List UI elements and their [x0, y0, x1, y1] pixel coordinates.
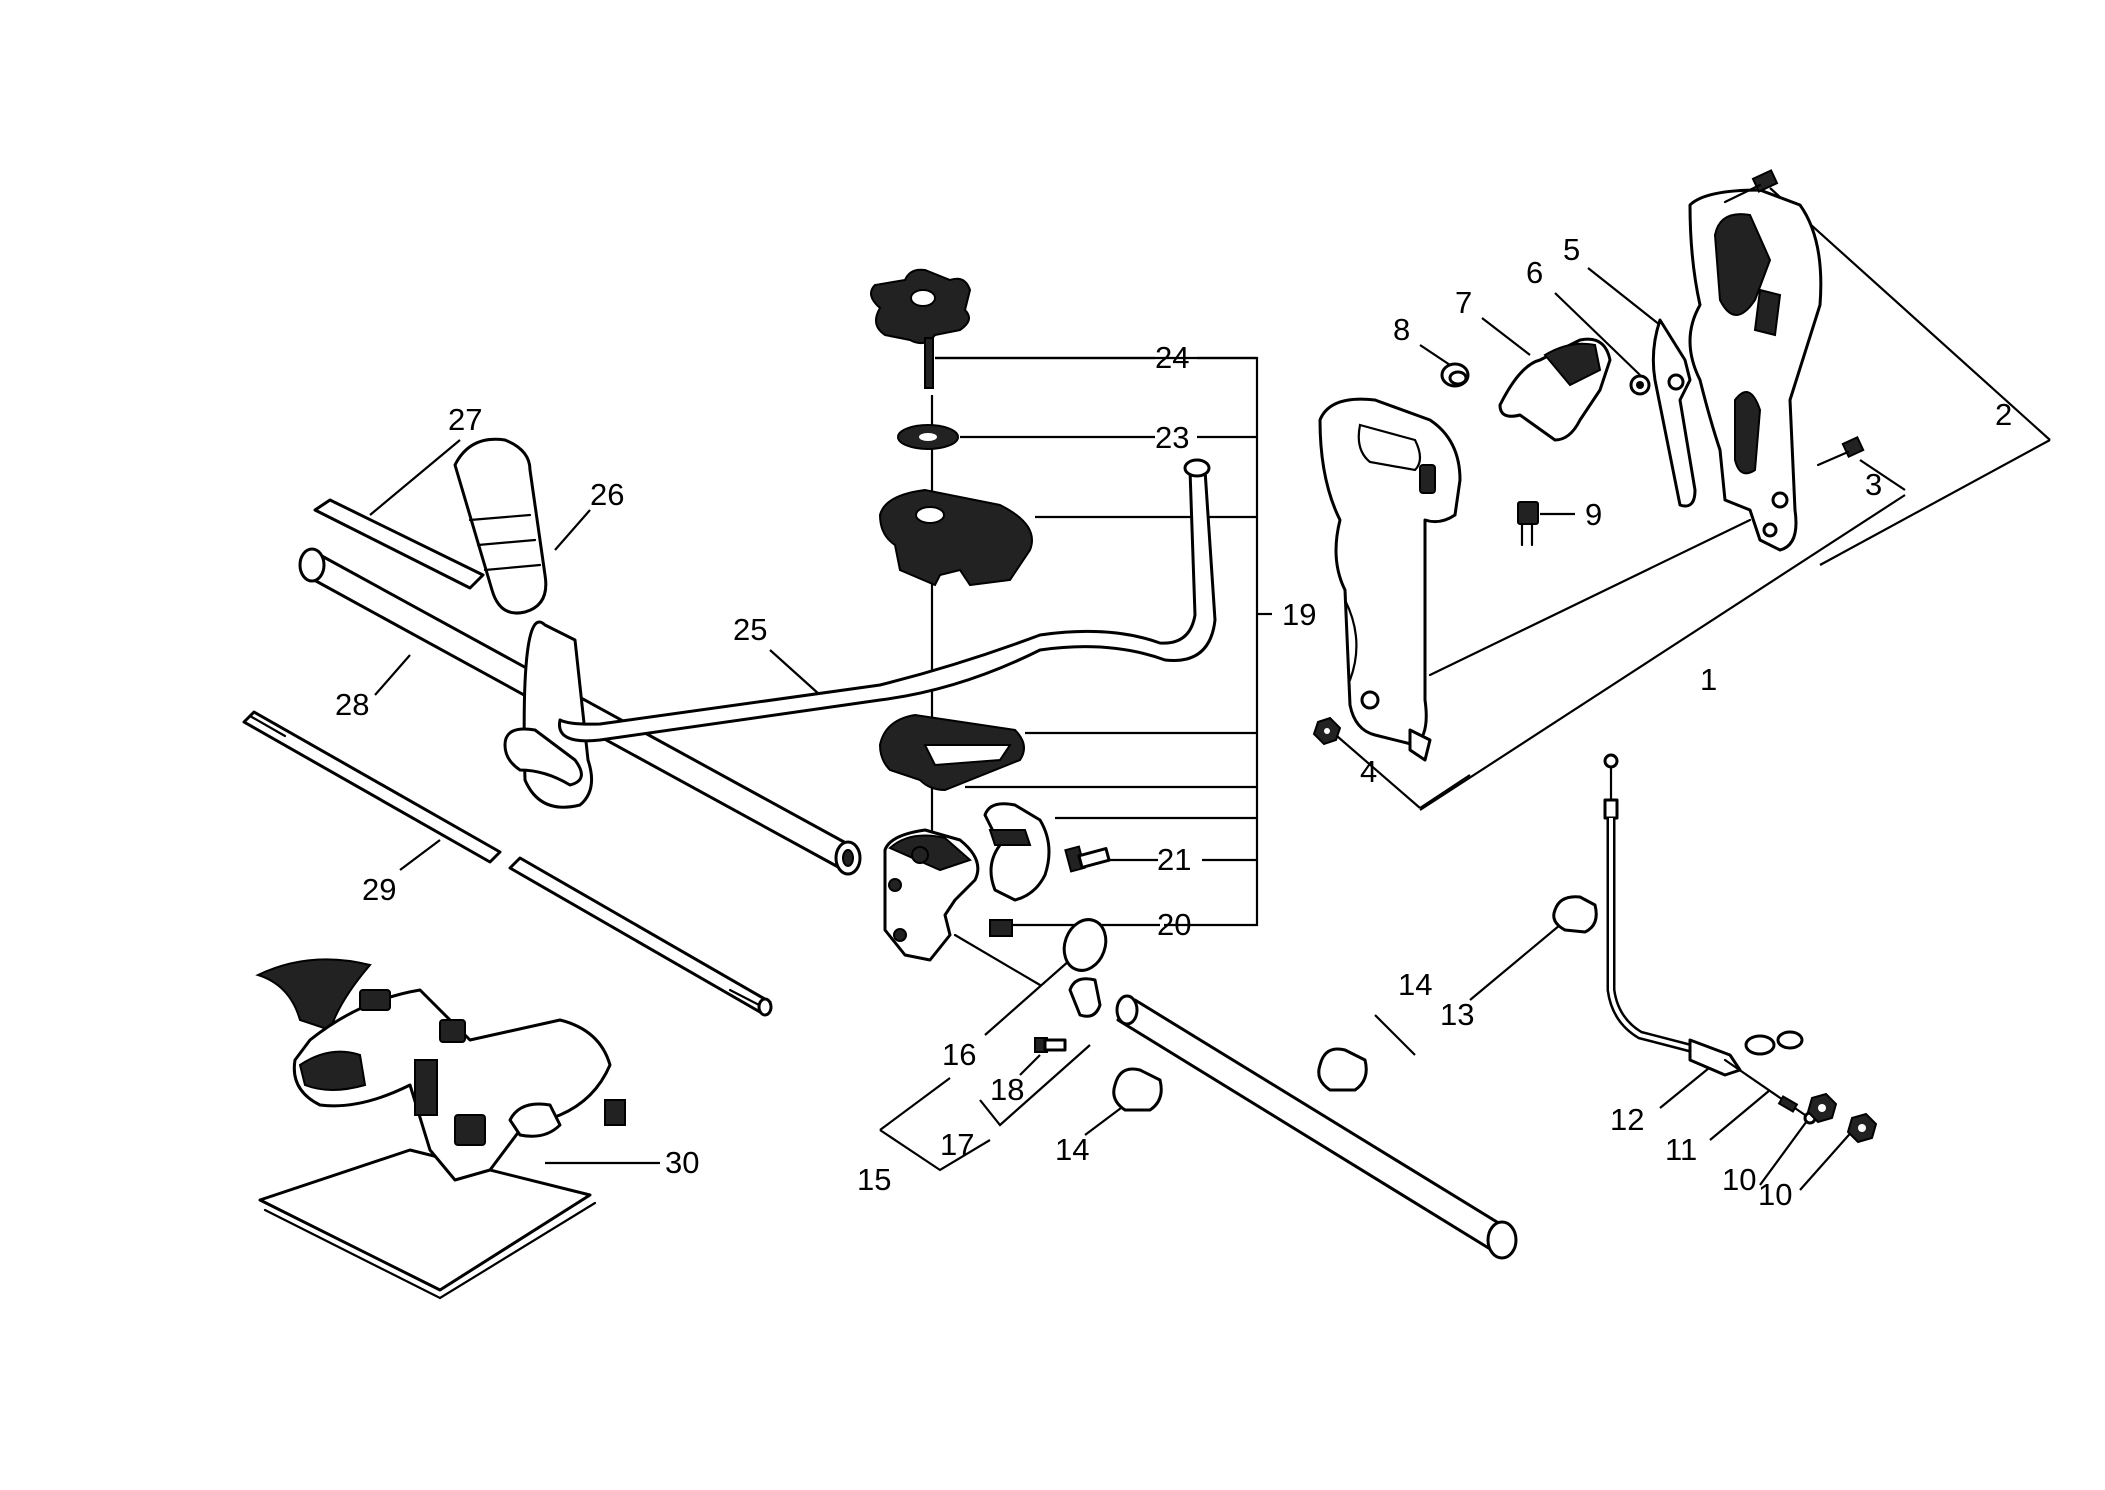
callout-5: 5	[1563, 232, 1580, 267]
leader-18	[1019, 1054, 1041, 1076]
leader-25	[769, 649, 821, 696]
leader-10b	[1799, 1127, 1856, 1191]
switch-part-9	[1517, 501, 1539, 547]
clamp-top	[878, 713, 1025, 792]
drive-shaft-part-29	[242, 710, 773, 1017]
callout-26: 26	[590, 477, 624, 512]
callout-29: 29	[362, 872, 396, 907]
harness-part-30	[255, 958, 626, 1300]
leader-4	[1329, 729, 1421, 809]
leader-3	[1859, 459, 1906, 491]
callout-labels: 1 2 3 4 5 6 7 8 9 10 10 11 12 13 14 14 1…	[335, 232, 2012, 1212]
callout-24: 24	[1155, 340, 1189, 375]
callout-27: 27	[448, 402, 482, 437]
callout-21: 21	[1157, 842, 1191, 877]
grip-part-26	[453, 437, 548, 615]
callout-15: 15	[857, 1162, 891, 1197]
callout-23: 23	[1155, 420, 1189, 455]
leader-17	[979, 1044, 1091, 1127]
lever-part-5	[1651, 318, 1697, 508]
callout-28: 28	[335, 687, 369, 722]
clamp-base	[883, 828, 1013, 962]
leader-26	[554, 509, 591, 551]
callout-1: 1	[1700, 662, 1717, 697]
leader-7	[1481, 317, 1531, 356]
rear-handle-right-half	[1688, 188, 1823, 552]
leader-11	[1709, 1089, 1771, 1141]
callout-12: 12	[1610, 1102, 1644, 1137]
nut-part-10a	[1806, 1092, 1838, 1124]
nut-part-4	[1312, 716, 1342, 746]
callout-6: 6	[1526, 255, 1543, 290]
callout-17: 17	[940, 1127, 974, 1162]
rear-handle-left-half	[1318, 397, 1462, 762]
callout-10b: 10	[1758, 1177, 1792, 1212]
callout-25: 25	[733, 612, 767, 647]
clamp-cover	[878, 488, 1033, 587]
leader-8	[1419, 344, 1451, 366]
bolt-part-21	[1064, 845, 1111, 873]
leader-29	[399, 839, 441, 871]
screw-part-3	[1816, 435, 1865, 467]
callout-4: 4	[1360, 754, 1377, 789]
clip-part-14b	[1112, 1067, 1163, 1112]
leader-16	[984, 959, 1071, 1036]
callout-19: 19	[1282, 597, 1316, 632]
loop-handle-part-25	[503, 458, 1217, 809]
handle-axis	[1428, 518, 1752, 677]
callout-14a: 14	[1398, 967, 1432, 1002]
leader-15	[879, 1129, 991, 1172]
leader-28	[374, 654, 411, 696]
callout-20: 20	[1157, 907, 1191, 942]
clamp-ring-part-16	[1062, 918, 1108, 1018]
leader-5	[1587, 267, 1661, 326]
leader-2	[1769, 187, 2051, 441]
spring-part-8	[1440, 362, 1470, 388]
callout-7: 7	[1455, 285, 1472, 320]
leader-27	[369, 439, 461, 516]
leader-13	[1469, 924, 1561, 1001]
callout-8: 8	[1393, 312, 1410, 347]
washer-part-23	[897, 424, 959, 450]
callout-30: 30	[665, 1145, 699, 1180]
nut-part-10b	[1846, 1112, 1878, 1144]
bolt-part-18	[1034, 1037, 1067, 1053]
callout-16: 16	[942, 1037, 976, 1072]
callout-9: 9	[1585, 497, 1602, 532]
callout-18: 18	[990, 1072, 1024, 1107]
callout-2: 2	[1995, 397, 2012, 432]
label-part-27	[313, 498, 485, 590]
throttle-cable	[1603, 753, 1817, 1125]
callout-3: 3	[1865, 467, 1882, 502]
leader-14a	[1374, 1014, 1416, 1056]
trigger-part-7	[1498, 337, 1612, 442]
clamp-half	[983, 802, 1051, 902]
leader-14b	[1084, 1104, 1126, 1136]
leader-6	[1554, 292, 1641, 376]
callout-13: 13	[1440, 997, 1474, 1032]
outer-tube	[953, 933, 1518, 1260]
callout-11: 11	[1665, 1132, 1697, 1167]
callout-10a: 10	[1722, 1162, 1756, 1197]
callout-14b: 14	[1055, 1132, 1089, 1167]
clip-part-13	[1552, 895, 1598, 934]
leader-1	[1419, 494, 1906, 811]
clip-part-14a	[1317, 1047, 1368, 1092]
spring-part-6	[1629, 374, 1651, 396]
screw-part-2	[1723, 169, 1779, 204]
knob-bolt-part-24	[870, 268, 972, 389]
